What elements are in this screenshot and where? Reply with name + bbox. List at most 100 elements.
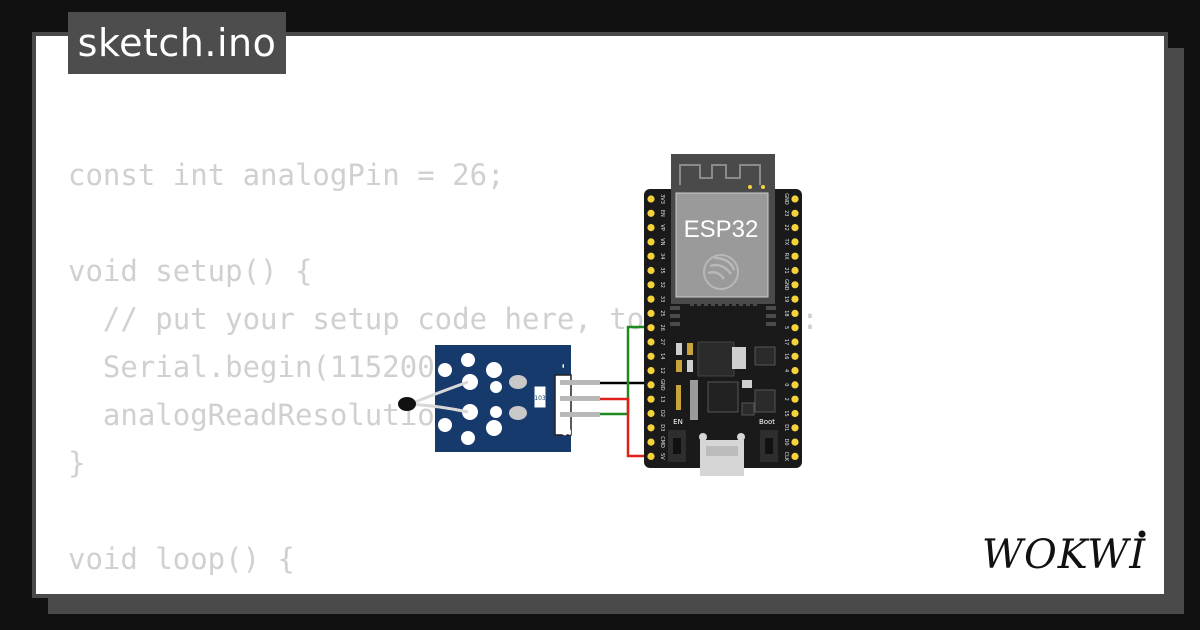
usb-uart-chip: [707, 381, 739, 413]
right-pin-d1[interactable]: [791, 424, 799, 432]
left-pin-label: 34: [659, 253, 665, 259]
right-pin-0[interactable]: [791, 381, 799, 389]
right-pin-21[interactable]: [791, 266, 799, 275]
sensor-pin-signal[interactable]: [560, 412, 600, 417]
mounting-hole: [438, 363, 452, 377]
espressif-logo-icon: [703, 254, 739, 290]
right-pin-label: 22: [783, 224, 789, 230]
right-pin-label: 23: [783, 210, 789, 216]
antenna-pad: [761, 185, 765, 189]
sensor-pin-plus[interactable]: [560, 396, 600, 401]
left-pin-34[interactable]: [647, 252, 655, 260]
ntc-temperature-sensor[interactable]: 103 - S: [398, 345, 600, 452]
left-pin-14[interactable]: [647, 352, 655, 360]
left-pin-label: VP: [659, 224, 665, 230]
left-pin-label: 25: [659, 310, 665, 316]
right-pin-label: GND: [783, 279, 789, 291]
left-pin-d2[interactable]: [647, 409, 655, 418]
left-pin-label: D3: [659, 424, 665, 431]
mounting-hole: [438, 418, 452, 432]
wire-signal[interactable]: [600, 325, 651, 416]
solder-pad: [486, 420, 502, 436]
left-pin-13[interactable]: [647, 395, 655, 403]
right-pin-label: CLK: [783, 452, 789, 462]
left-pin-3v3[interactable]: [647, 195, 655, 203]
right-pin-label: 15: [783, 410, 789, 416]
right-pin-23[interactable]: [791, 209, 799, 217]
solder-pad: [462, 374, 478, 390]
left-pin-26[interactable]: [647, 324, 655, 332]
mounting-hole: [461, 353, 475, 367]
left-pin-cmd[interactable]: [647, 438, 655, 446]
right-pin-label: 21: [783, 267, 789, 273]
esp32-chip-cover: [675, 192, 769, 298]
left-pin-32[interactable]: [647, 281, 655, 289]
code-line: void setup() {: [68, 254, 313, 288]
left-pin-25[interactable]: [647, 309, 655, 317]
right-pin-label: 17: [783, 339, 789, 345]
antenna-pad: [748, 185, 752, 189]
right-pin-d0[interactable]: [791, 438, 799, 446]
boot-label: Boot: [759, 418, 775, 426]
left-pin-label: 12: [659, 367, 665, 373]
left-pin-vp[interactable]: [647, 224, 655, 232]
sensor-pin-minus[interactable]: [560, 380, 600, 385]
left-pin-label: 35: [659, 267, 665, 273]
right-pin-gnd[interactable]: [791, 281, 799, 289]
left-pin-label: CMD: [659, 436, 665, 448]
right-pin-18[interactable]: [791, 309, 799, 317]
pin-label-minus: -: [557, 364, 570, 369]
left-pin-5v[interactable]: [647, 452, 655, 460]
right-pin-16[interactable]: [791, 352, 799, 360]
project-card[interactable]: const int analogPin = 26;void setup() { …: [32, 32, 1168, 598]
left-pin-d3[interactable]: [647, 424, 655, 432]
usb-socket: [706, 446, 738, 456]
right-pin-tx[interactable]: [791, 238, 799, 246]
esp32-devkit[interactable]: ESP32: [644, 154, 802, 476]
right-pin-4[interactable]: [791, 367, 799, 375]
right-pin-label: D1: [783, 424, 789, 431]
solder-pad: [486, 362, 502, 378]
pin-label-signal: S: [559, 428, 573, 437]
wire-power[interactable]: [600, 397, 651, 458]
right-pin-22[interactable]: [791, 224, 799, 232]
usb-tab: [737, 433, 745, 441]
left-pin-gnd[interactable]: [647, 381, 655, 389]
right-pin-clk[interactable]: [791, 452, 799, 460]
right-pin-label: GND: [783, 193, 789, 205]
right-pin-15[interactable]: [791, 409, 799, 418]
left-pin-label: 14: [659, 353, 665, 359]
micro-usb-port[interactable]: [700, 440, 744, 476]
module-castellations: [670, 302, 776, 326]
left-pin-35[interactable]: [647, 266, 655, 275]
left-pin-label: 5V: [659, 453, 665, 460]
left-pin-27[interactable]: [647, 338, 655, 346]
resistor: [533, 385, 547, 409]
code-line: }: [68, 446, 86, 480]
wokwi-logo: WOKWI: [982, 530, 1146, 578]
right-pin-17[interactable]: [791, 338, 799, 346]
right-pin-5[interactable]: [791, 324, 799, 332]
right-pin-label: 0: [783, 383, 789, 386]
left-pin-label: 13: [659, 396, 665, 402]
right-pin-19[interactable]: [791, 295, 799, 303]
smd-components: [676, 341, 776, 420]
left-pin-33[interactable]: [647, 295, 655, 303]
left-pin-12[interactable]: [647, 367, 655, 375]
left-pin-label: 33: [659, 296, 665, 302]
wires: [600, 325, 651, 458]
right-pin-rx[interactable]: [791, 252, 799, 260]
code-line: Serial.begin(115200);: [68, 350, 470, 384]
left-pin-vn[interactable]: [647, 238, 655, 246]
left-pin-label: D2: [659, 410, 665, 417]
smd-pad: [509, 406, 527, 420]
right-pin-2[interactable]: [791, 395, 799, 403]
left-pin-en[interactable]: [647, 209, 655, 217]
en-label: EN: [673, 418, 683, 426]
left-pin-label: GND: [659, 379, 665, 391]
code-line: int analogValue = analogRead(analogPin);: [68, 583, 819, 594]
resistor-label: 103: [534, 395, 546, 402]
right-pin-gnd[interactable]: [791, 195, 799, 203]
left-pin-label: 32: [659, 282, 665, 288]
